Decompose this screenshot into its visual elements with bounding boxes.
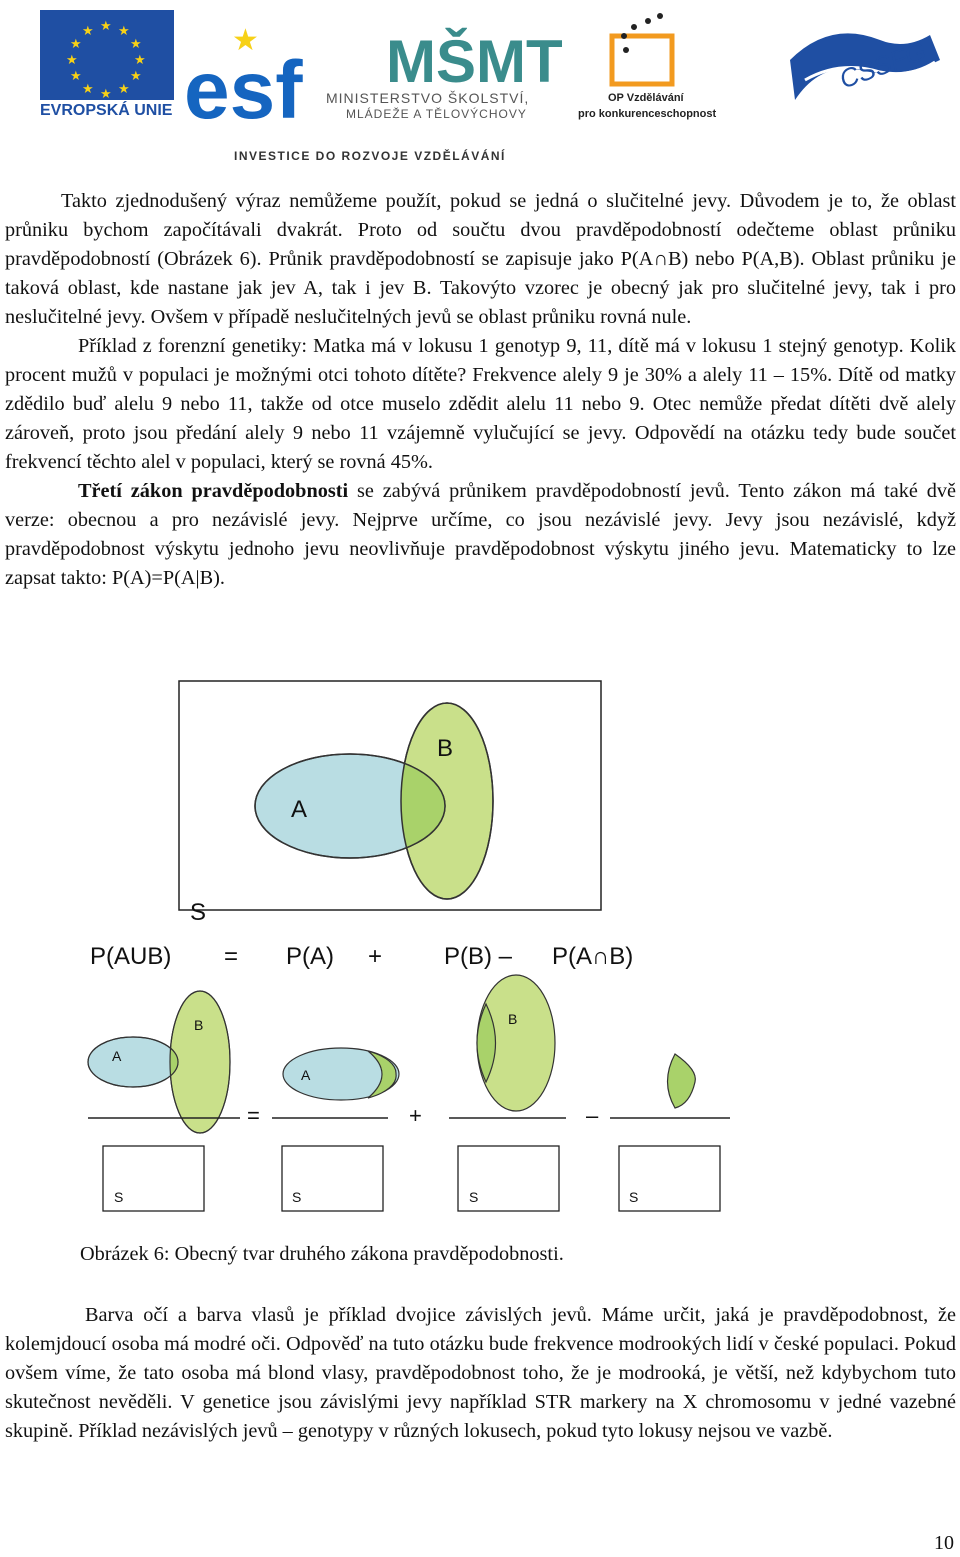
term1-a-label: A bbox=[112, 1048, 122, 1064]
term2-a-ellipse bbox=[282, 1047, 400, 1101]
term4-intersection bbox=[666, 1053, 696, 1109]
text-below-figure: Barva očí a barva vlasů je příklad dvoji… bbox=[5, 1301, 956, 1446]
svg-text:★: ★ bbox=[130, 68, 142, 83]
logos-graphic: ★ ★ ★ ★ ★ ★ ★ ★ ★ ★ ★ ★ esf ★ MŠMT bbox=[40, 10, 940, 136]
svg-text:★: ★ bbox=[70, 36, 82, 51]
invest-line: INVESTICE DO ROZVOJE VZDĚLÁVÁNÍ bbox=[234, 149, 506, 163]
msmt-logo-letters: MŠMT bbox=[386, 28, 563, 95]
formula-pb: P(B) – bbox=[444, 943, 513, 970]
venn-figure: A B S P(AUB) = P(A) + P(B) – P(A∩B) A B … bbox=[87, 680, 730, 1212]
paragraph-2: Příklad z forenzní genetiky: Matka má v … bbox=[5, 335, 956, 473]
s-box-1-label: S bbox=[114, 1189, 123, 1205]
formula-pab: P(A∩B) bbox=[552, 943, 633, 970]
svg-text:★: ★ bbox=[100, 86, 112, 101]
op-logo-icon bbox=[609, 13, 675, 87]
op-line1: OP Vzdělávání bbox=[608, 92, 684, 104]
msmt-line2: MLÁDEŽE A TĚLOVÝCHOVY bbox=[346, 107, 527, 121]
s-box-4-label: S bbox=[629, 1189, 638, 1205]
paragraph-4: Barva očí a barva vlasů je příklad dvoji… bbox=[5, 1304, 956, 1442]
paragraph-3-bold: Třetí zákon pravděpodobnosti bbox=[78, 480, 349, 502]
term1-b-label: B bbox=[194, 1017, 203, 1033]
svg-text:★: ★ bbox=[130, 36, 142, 51]
formula-lhs: P(AUB) bbox=[90, 943, 171, 970]
svg-text:★: ★ bbox=[82, 81, 94, 96]
s-box-3-label: S bbox=[469, 1189, 478, 1205]
op-eq: = bbox=[247, 1103, 260, 1128]
s-box-2-label: S bbox=[292, 1189, 301, 1205]
svg-text:★: ★ bbox=[118, 81, 130, 96]
svg-text:★: ★ bbox=[66, 52, 78, 67]
term2-a-label: A bbox=[301, 1067, 311, 1083]
svg-text:★: ★ bbox=[134, 52, 146, 67]
formula-plus: + bbox=[368, 943, 382, 970]
op-minus: – bbox=[586, 1103, 599, 1128]
msmt-line1: MINISTERSTVO ŠKOLSTVÍ, bbox=[326, 90, 530, 106]
op-line2: pro konkurenceschopnost bbox=[578, 108, 717, 120]
term3-b-label: B bbox=[508, 1011, 517, 1027]
esf-logo-bg bbox=[180, 10, 314, 120]
formula-pa: P(A) bbox=[286, 943, 334, 970]
s-box-1 bbox=[102, 1145, 205, 1212]
svg-text:★: ★ bbox=[118, 23, 130, 38]
term2-overlap-part bbox=[367, 1050, 397, 1099]
s-box-4 bbox=[618, 1145, 721, 1212]
eu-stars-icon: ★ ★ ★ ★ ★ ★ ★ ★ ★ ★ ★ ★ bbox=[66, 18, 146, 101]
figure-caption: Obrázek 6: Obecný tvar druhého zákona pr… bbox=[80, 1243, 564, 1265]
page-number: 10 bbox=[934, 1532, 954, 1554]
op-plus: + bbox=[409, 1103, 422, 1128]
s-box-3 bbox=[457, 1145, 560, 1212]
svg-text:★: ★ bbox=[70, 68, 82, 83]
svg-text:★: ★ bbox=[82, 23, 94, 38]
esf-logo: esf bbox=[184, 45, 303, 136]
s-box-2 bbox=[281, 1145, 384, 1212]
svg-text:★: ★ bbox=[100, 18, 112, 33]
paragraph-3-rest: se zabývá průnikem pravděpodobností jevů… bbox=[5, 480, 956, 589]
formula-eq: = bbox=[224, 943, 238, 970]
cssfg-logo-icon bbox=[790, 33, 940, 101]
text-above-figure: Takto zjednodušený výraz nemůžeme použít… bbox=[5, 187, 956, 593]
paragraph-3: Třetí zákon pravděpodobnosti se zabývá p… bbox=[5, 477, 956, 593]
esf-star-icon: ★ bbox=[232, 24, 259, 57]
eu-label: EVROPSKÁ UNIE bbox=[40, 102, 173, 119]
paragraph-1: Takto zjednodušený výraz nemůžeme použít… bbox=[5, 190, 956, 328]
sample-space-label: S bbox=[190, 899, 206, 926]
eu-flag-icon bbox=[40, 10, 174, 100]
term3-overlap-part bbox=[476, 1002, 497, 1084]
header-logos: ★ ★ ★ ★ ★ ★ ★ ★ ★ ★ ★ ★ esf ★ MŠMT bbox=[0, 0, 960, 170]
set-a-label: A bbox=[291, 796, 307, 823]
set-b-label: B bbox=[437, 735, 453, 762]
